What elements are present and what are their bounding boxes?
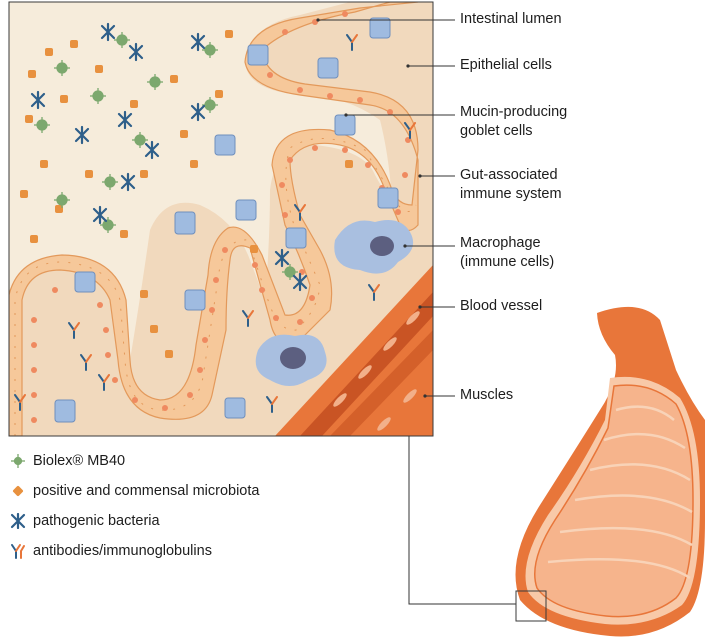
legend-text: pathogenic bacteria [33, 513, 160, 529]
label-macrophage-line2: (immune cells) [460, 253, 554, 272]
legend-text: antibodies/immunoglobulins [33, 543, 212, 559]
biolex-icon [10, 453, 26, 469]
legend-text: positive and commensal microbiota [33, 483, 259, 499]
detail-panel [9, 2, 433, 436]
label-goblet-line1: Mucin-producing [460, 103, 567, 122]
label-goblet-line2: goblet cells [460, 122, 533, 141]
legend-item-pathogen: pathogenic bacteria [10, 513, 160, 529]
label-macrophage-line1: Macrophage [460, 234, 541, 253]
legend-item-antibody: antibodies/immunoglobulins [10, 543, 212, 559]
label-galt-line1: Gut-associated [460, 166, 558, 185]
microbiota-icon [10, 483, 26, 499]
intestine-overview [516, 307, 706, 637]
legend-text: Biolex® MB40 [33, 453, 125, 469]
legend-item-biolex: Biolex® MB40 [10, 453, 125, 469]
pathogen-icon [10, 513, 26, 529]
label-epithelial-cells: Epithelial cells [460, 56, 552, 75]
label-blood-vessel: Blood vessel [460, 297, 542, 316]
label-galt-line2: immune system [460, 185, 562, 204]
legend-item-microbiota: positive and commensal microbiota [10, 483, 259, 499]
label-intestinal-lumen: Intestinal lumen [460, 10, 562, 29]
label-muscles: Muscles [460, 386, 513, 405]
antibody-icon [10, 543, 26, 559]
